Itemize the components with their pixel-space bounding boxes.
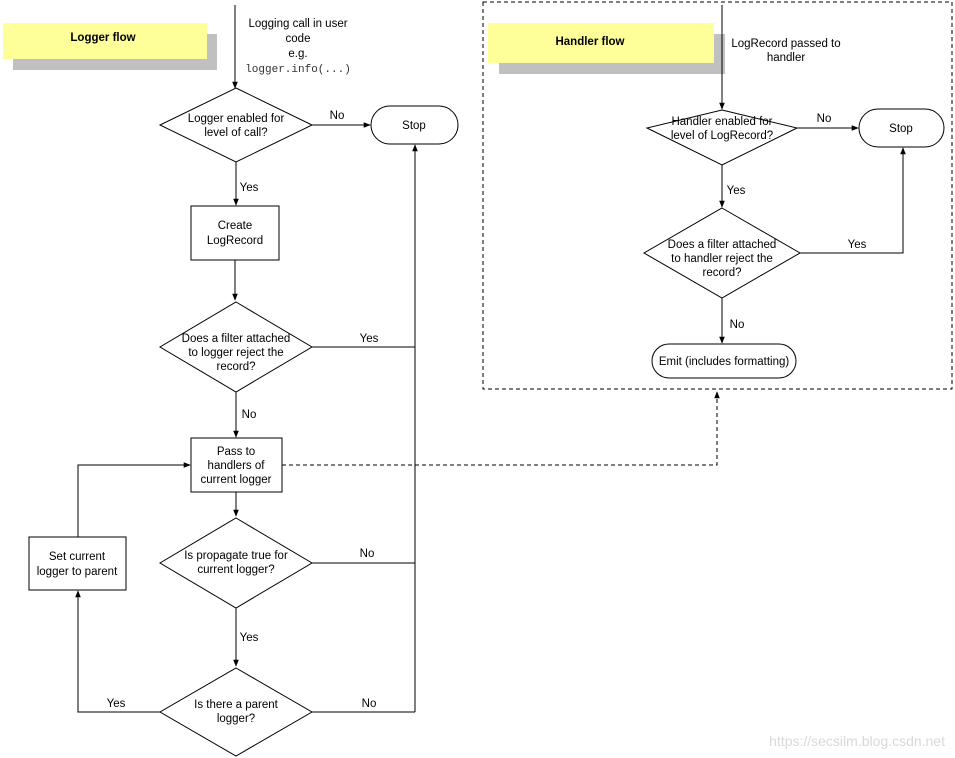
pass-to-handlers-box xyxy=(190,437,283,493)
label-handler-enabled-no: No xyxy=(817,113,832,125)
create-logrecord-line-1: Create xyxy=(218,220,253,232)
arrow-parent-yes xyxy=(75,590,160,713)
set-parent-line-1: Set current xyxy=(49,551,106,563)
label-enabled-no: No xyxy=(330,110,345,122)
label-handler-filter-no: No xyxy=(730,319,745,331)
label-enabled-yes: Yes xyxy=(240,182,259,194)
handler-flow-container xyxy=(482,1,953,390)
entry-text: Logging call in user code e.g. logger.in… xyxy=(245,18,351,76)
set-parent-line-2: logger to parent xyxy=(37,566,118,578)
pass-to-handlers-line-2: handlers of xyxy=(208,460,266,472)
handler-flow-title: Handler flow xyxy=(555,36,624,48)
create-logrecord-box xyxy=(190,205,280,261)
decision-handler-enabled-line-1: Handler enabled for xyxy=(671,116,772,128)
arrow-set-parent-to-pass xyxy=(77,462,191,537)
handler-flow-title-box: Handler flow xyxy=(488,23,725,74)
decision-handler-filter-line-1: Does a filter attached xyxy=(668,239,777,251)
label-handler-enabled-yes: Yes xyxy=(727,185,746,197)
decision-logger-filter-line-2: to logger reject the xyxy=(188,347,283,359)
decision-parent-line-2: logger? xyxy=(217,713,255,725)
logger-flow-title-box: Logger flow xyxy=(3,23,217,70)
decision-logger-enabled xyxy=(158,87,314,163)
arrow-handler-filter-yes xyxy=(800,147,906,254)
create-logrecord-line-2: LogRecord xyxy=(207,235,263,247)
entry-line-1: Logging call in user xyxy=(248,18,347,30)
emit-label: Emit (includes formatting) xyxy=(659,356,790,368)
set-parent-box xyxy=(28,536,127,591)
decision-parent xyxy=(159,667,313,757)
logger-stop xyxy=(370,105,459,145)
dashed-arrow-to-handler-flow xyxy=(282,391,720,466)
decision-propagate-line-1: Is propagate true for xyxy=(184,550,288,562)
decision-parent-line-1: Is there a parent xyxy=(194,699,279,711)
entry-line-3: e.g. xyxy=(288,48,307,60)
handler-entry-line-2: handler xyxy=(767,52,806,64)
entry-line-2: code xyxy=(286,33,311,45)
pass-to-handlers-line-3: current logger xyxy=(201,474,272,486)
decision-propagate xyxy=(159,517,313,609)
decision-propagate-line-2: current logger? xyxy=(197,564,274,576)
logger-flow-title: Logger flow xyxy=(70,32,135,44)
decision-logger-filter-line-3: record? xyxy=(217,361,256,373)
label-parent-no: No xyxy=(362,698,377,710)
emit-box xyxy=(651,343,797,379)
watermark: https://secsilm.blog.csdn.net xyxy=(769,733,945,749)
decision-handler-filter-line-2: to handler reject the xyxy=(671,253,773,265)
decision-handler-enabled-line-2: level of LogRecord? xyxy=(671,130,773,142)
label-filter-yes: Yes xyxy=(360,333,379,345)
handler-entry-line-1: LogRecord passed to xyxy=(731,38,840,50)
decision-logger-filter-line-1: Does a filter attached xyxy=(182,333,291,345)
label-filter-no: No xyxy=(242,409,257,421)
entry-code: logger.info(...) xyxy=(245,64,351,76)
handler-stop xyxy=(858,108,945,148)
label-propagate-yes: Yes xyxy=(240,632,259,644)
decision-handler-filter-line-3: record? xyxy=(703,267,742,279)
label-handler-filter-yes: Yes xyxy=(848,239,867,251)
logger-stop-label: Stop xyxy=(402,120,426,132)
pass-to-handlers-line-1: Pass to xyxy=(217,446,255,458)
decision-logger-enabled-line-1: Logger enabled for xyxy=(188,113,285,125)
label-parent-yes: Yes xyxy=(107,698,126,710)
label-propagate-no: No xyxy=(360,548,375,560)
decision-logger-enabled-line-2: level of call? xyxy=(204,127,267,139)
handler-stop-label: Stop xyxy=(889,123,913,135)
